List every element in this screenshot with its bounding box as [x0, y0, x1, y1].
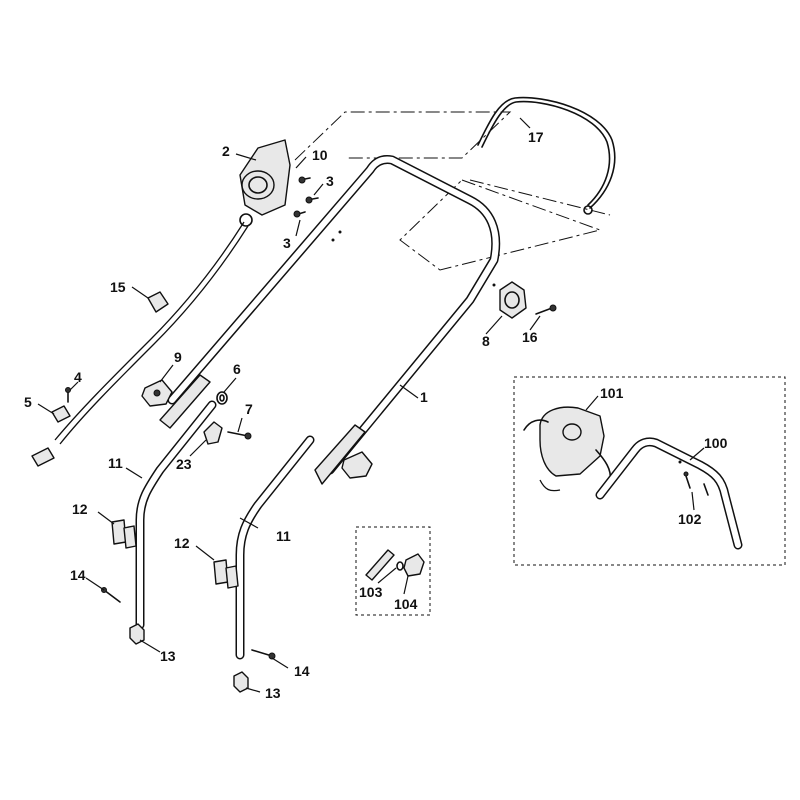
label-1: 1	[420, 389, 428, 405]
part-103-plate	[365, 549, 395, 581]
label-100: 100	[704, 435, 728, 451]
label-103: 103	[359, 584, 383, 600]
part-101-control-assembly	[523, 406, 612, 492]
label-104: 104	[394, 596, 418, 612]
label-8: 8	[482, 333, 490, 349]
label-9: 9	[174, 349, 182, 365]
label-14-left: 14	[70, 567, 86, 583]
label-23: 23	[176, 456, 192, 472]
callout-labels: 1 2 3 3 4 5 6 7 8 9 10 11 11 12 12 13 13…	[24, 129, 728, 701]
part-12-cable-clip-left	[111, 519, 137, 549]
part-102-screw	[683, 471, 709, 496]
part-7-bolt	[227, 431, 252, 440]
label-101: 101	[600, 385, 624, 401]
label-15: 15	[110, 279, 126, 295]
label-4: 4	[74, 369, 82, 385]
part-1-knob-right	[341, 451, 373, 479]
part-9-knob	[141, 379, 173, 407]
part-16-screw	[535, 304, 557, 315]
part-104-knob	[396, 553, 425, 577]
part-2-control-housing	[239, 139, 319, 227]
part-13-nut-left	[129, 623, 145, 645]
part-5-connector	[31, 387, 71, 467]
label-2: 2	[222, 143, 230, 159]
label-13-left: 13	[160, 648, 176, 664]
label-6: 6	[233, 361, 241, 377]
part-23-bracket	[203, 421, 223, 445]
label-10: 10	[312, 147, 328, 163]
inset-box-103-104	[355, 526, 431, 616]
part-12-cable-clip-right	[213, 559, 239, 589]
label-12-right: 12	[174, 535, 190, 551]
label-16: 16	[522, 329, 538, 345]
reference-lines	[294, 111, 611, 271]
part-11-lower-handle-left	[135, 400, 217, 630]
label-3-lower: 3	[283, 235, 291, 251]
label-5: 5	[24, 394, 32, 410]
throttle-cable	[54, 221, 249, 445]
label-7: 7	[245, 401, 253, 417]
part-15-cable-clip	[147, 291, 169, 313]
part-8-cable-guide	[499, 281, 527, 319]
label-14-right: 14	[294, 663, 310, 679]
label-11-left: 11	[108, 455, 123, 471]
label-17: 17	[528, 129, 544, 145]
label-12-left: 12	[72, 501, 88, 517]
part-13-nut-right	[233, 671, 249, 693]
part-17-bail-bar	[477, 96, 616, 215]
inset-box-100-101-102	[513, 376, 786, 566]
part-14-bolt-left	[101, 587, 121, 603]
label-3-upper: 3	[326, 173, 334, 189]
label-102: 102	[678, 511, 702, 527]
label-11-right: 11	[276, 528, 291, 544]
part-11-lower-handle-right	[235, 435, 315, 660]
part-6-washer	[216, 391, 228, 405]
label-13-right: 13	[265, 685, 281, 701]
part-100-handle-section	[595, 437, 743, 550]
part-14-bolt-right	[251, 649, 276, 660]
leader-lines	[37, 117, 705, 693]
part-1-upper-handle	[159, 155, 501, 485]
